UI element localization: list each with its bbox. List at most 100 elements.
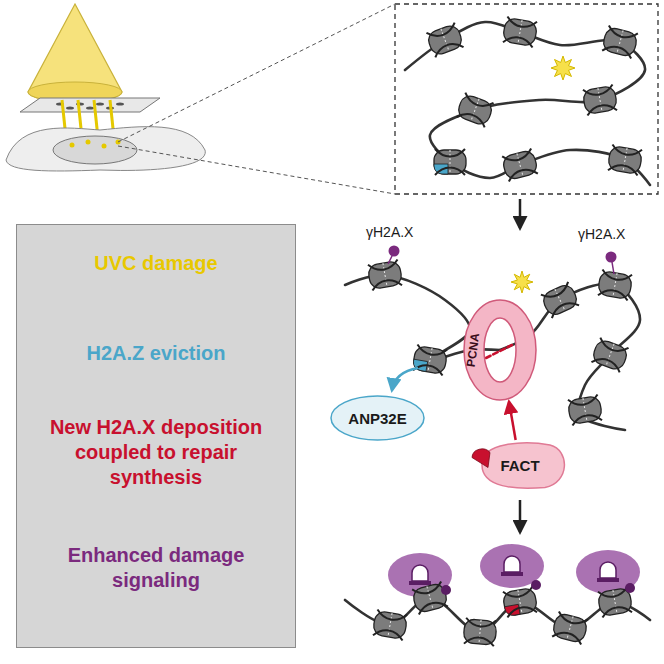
histone-divider xyxy=(583,398,587,422)
histone-core xyxy=(567,395,603,424)
phospho-mark xyxy=(531,580,541,590)
histone-divider xyxy=(555,289,565,311)
pore xyxy=(86,106,94,109)
zoom-box xyxy=(395,4,658,194)
histone-divider xyxy=(479,620,481,644)
dna-wrap xyxy=(568,395,599,408)
phospho-mark xyxy=(606,252,617,263)
histone-core xyxy=(502,587,538,616)
histone-divider xyxy=(383,263,387,287)
uv-lesion xyxy=(511,271,533,293)
nucleus xyxy=(53,136,137,164)
dna-wrap xyxy=(426,23,457,40)
dna-wrap xyxy=(503,587,534,600)
damage-spot xyxy=(86,140,91,145)
pore xyxy=(116,102,124,105)
dna-wrap xyxy=(435,149,465,157)
nucleosome xyxy=(601,25,639,58)
zoom-line xyxy=(118,146,395,194)
phospho-mark xyxy=(441,585,451,595)
dna-wrap xyxy=(549,299,579,318)
histone-divider xyxy=(613,273,617,297)
dna-wrap xyxy=(607,26,638,41)
histone-divider xyxy=(450,150,451,174)
step-text: UVC damage xyxy=(31,251,281,276)
nucleosome xyxy=(597,269,633,300)
step-text: H2A.Z eviction xyxy=(31,341,281,366)
dna-wrap xyxy=(601,605,632,618)
pcna-ring: PCNA xyxy=(462,298,538,402)
dna-wrap xyxy=(506,605,537,618)
dna-wrap xyxy=(503,35,534,48)
histone-core xyxy=(607,145,643,174)
histone-divider xyxy=(598,88,602,112)
eviction-arrow xyxy=(392,368,418,390)
histone-core xyxy=(501,149,538,180)
nucleosome xyxy=(551,611,589,644)
dna-wrap xyxy=(552,629,583,644)
histone-core xyxy=(597,270,633,299)
light-cone xyxy=(28,4,122,102)
histone-core xyxy=(591,338,629,371)
nucleosome xyxy=(502,586,538,617)
histone-core xyxy=(412,345,448,374)
histone-core xyxy=(367,260,403,289)
histone-core xyxy=(582,85,618,114)
nucleosome xyxy=(607,144,643,175)
damage-spot xyxy=(70,143,75,148)
nucleosome xyxy=(434,149,466,175)
dna-wrap xyxy=(541,282,571,301)
dna-wrap xyxy=(373,628,404,641)
nucleosome xyxy=(367,259,403,290)
mark-stalk xyxy=(612,262,614,274)
histone-divider xyxy=(388,613,392,637)
protein-blob: FACT xyxy=(470,440,570,490)
dna-wrap xyxy=(586,103,617,116)
dna-wrap xyxy=(591,355,622,372)
histone-divider xyxy=(428,348,432,372)
dna-wrap xyxy=(598,587,629,600)
zoom-line xyxy=(118,4,395,142)
dna-wrap xyxy=(598,338,629,355)
step-arrow xyxy=(519,500,522,532)
nucleosome xyxy=(540,281,580,318)
nucleosome xyxy=(456,92,495,127)
dna-wrap xyxy=(601,270,632,283)
histone-divider xyxy=(567,616,573,639)
pore xyxy=(66,106,74,109)
nucleosome xyxy=(426,22,465,57)
histone-divider xyxy=(427,586,433,609)
alarm-icon xyxy=(412,565,428,581)
dna-wrap xyxy=(608,163,639,176)
histone-divider xyxy=(613,590,617,614)
step-arrow xyxy=(519,199,522,228)
nucleosome xyxy=(463,618,497,647)
histone-core xyxy=(372,610,408,639)
nucleosome xyxy=(502,16,538,47)
nucleosome xyxy=(567,394,603,425)
step-text: Enhanced damage signaling xyxy=(31,543,281,593)
alarm-base xyxy=(501,572,523,576)
pore xyxy=(96,102,104,105)
dna-wrap xyxy=(506,17,537,30)
histone-mark-label: γH2A.X xyxy=(366,224,413,240)
summary-panel: UVC damageH2A.Z evictionNew H2A.X deposi… xyxy=(16,224,296,648)
protein-label: ANP32E xyxy=(348,410,406,427)
nucleosome xyxy=(582,84,618,115)
nucleosome xyxy=(412,344,448,375)
dna-wrap xyxy=(602,43,633,58)
alarm-base xyxy=(409,581,431,585)
dna-wrap xyxy=(464,636,495,646)
deposition-arrow xyxy=(509,402,516,440)
dna-wrap xyxy=(376,610,407,623)
dna-wrap xyxy=(435,168,465,176)
histone-core xyxy=(426,23,464,56)
histone-mark-label: γH2A.X xyxy=(578,226,625,242)
histone-core xyxy=(456,93,494,126)
histone-core xyxy=(551,612,588,643)
step-text: New H2A.X deposition coupled to repair s… xyxy=(31,415,281,490)
histone-core xyxy=(434,150,466,174)
alarm-icon xyxy=(504,556,520,572)
nucleosome xyxy=(501,148,539,181)
histone-core xyxy=(601,26,638,57)
